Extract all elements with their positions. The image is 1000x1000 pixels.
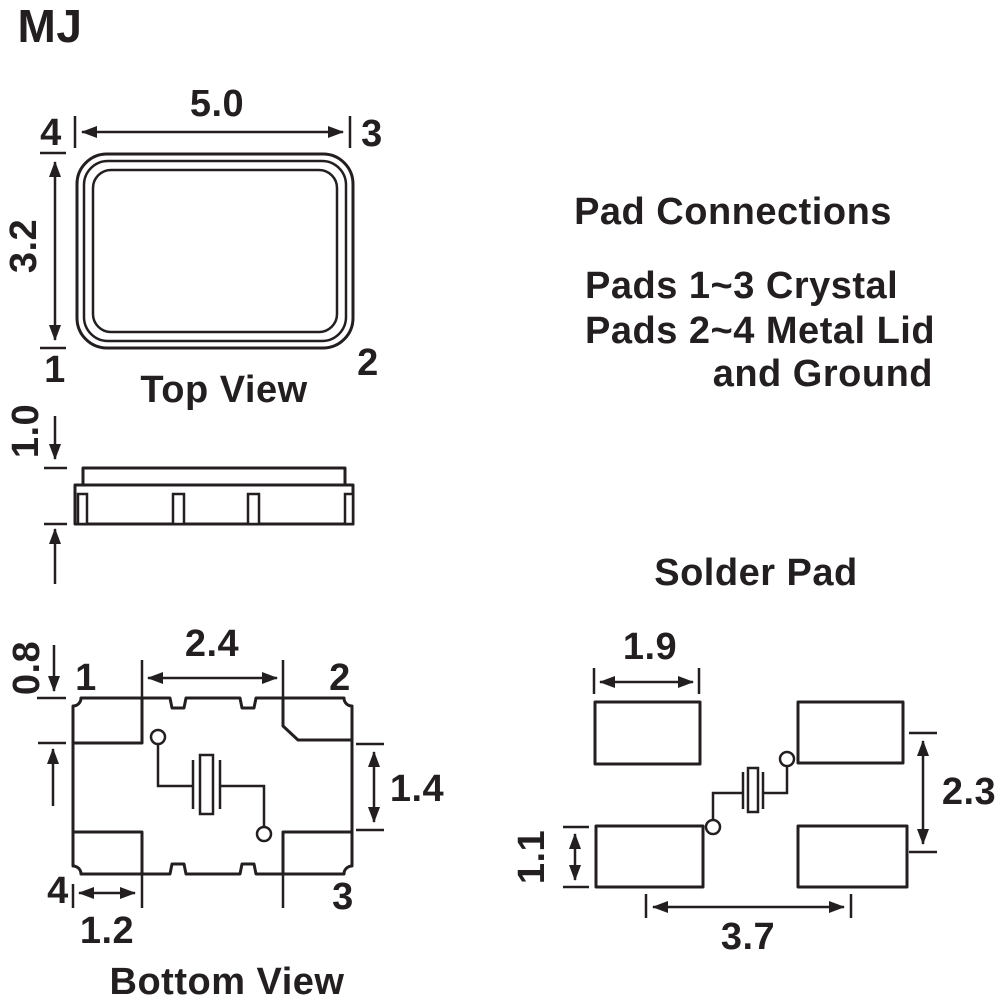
solder-pad-via-left — [704, 818, 722, 836]
pad-connections-line2: Pads 2~4 Metal Lid — [585, 310, 935, 352]
bottom-view-pad2-label: 2 — [329, 657, 351, 699]
bottom-view-pad1-label: 1 — [75, 657, 97, 699]
bottom-view-pad4-outline — [73, 830, 144, 874]
bottom-view-pad3-label: 3 — [332, 876, 354, 918]
bottom-view-gap-dimension: 2.4 — [140, 623, 285, 698]
bottom-view-gap-label: 2.4 — [185, 623, 239, 665]
side-view-pad-right — [343, 492, 355, 526]
bottom-view-crystal-symbol — [149, 728, 273, 843]
solder-pad-height-dimension: 1.1 — [511, 825, 589, 889]
solder-pad: Solder Pad 1.9 — [511, 552, 996, 958]
top-view-pad2-label: 2 — [357, 342, 379, 384]
bottom-view-inner-label: 1.4 — [390, 768, 444, 810]
solder-pad-col-pitch-dimension: 3.7 — [644, 894, 853, 958]
solder-pad-top-left — [593, 700, 702, 766]
solder-pad-bottom-left — [594, 824, 705, 889]
side-view-pad-mid-right — [246, 492, 261, 526]
solder-pad-via-right — [778, 750, 796, 768]
bottom-view-outline — [71, 696, 354, 876]
bottom-view-pad3-outline — [281, 830, 352, 874]
side-view-pad-left — [76, 492, 89, 526]
top-view-height-dimension: 3.2 — [3, 151, 66, 350]
bottom-view-via-bottom — [255, 825, 273, 843]
side-view-lid — [81, 466, 347, 487]
solder-pad-crystal-symbol — [704, 750, 796, 836]
bottom-view-inner-dimension: 1.4 — [356, 742, 444, 832]
solder-pad-col-pitch-label: 3.7 — [721, 916, 775, 958]
bottom-view-pad-width-dimension: 1.2 — [71, 874, 285, 952]
side-view-pad-mid-left — [171, 492, 186, 526]
top-view-height-label: 3.2 — [3, 219, 45, 273]
page-title: MJ — [18, 0, 83, 52]
solder-pad-bottom-right — [796, 824, 909, 889]
bottom-view-pad-height-label: 0.8 — [6, 641, 48, 695]
bottom-view-pad2-outline — [281, 698, 352, 742]
pad-connections: Pad Connections Pads 1~3 Crystal Pads 2~… — [574, 191, 935, 395]
bottom-view-pad-width-label: 1.2 — [80, 910, 134, 952]
bottom-view-via-top — [149, 728, 167, 746]
top-view-outer-outline — [75, 152, 355, 350]
solder-pad-width-label: 1.9 — [623, 626, 677, 668]
bottom-view-caption: Bottom View — [110, 961, 345, 1000]
top-view-caption: Top View — [140, 369, 307, 411]
bottom-view: 0.8 2.4 1.4 — [6, 623, 444, 1000]
top-view-pad4-label: 4 — [40, 112, 62, 154]
top-view: 5.0 3.2 4 3 1 2 Top View — [3, 83, 383, 411]
top-view-inner-outline — [91, 168, 339, 334]
solder-pad-row-pitch-dimension: 2.3 — [909, 731, 996, 854]
pad-connections-line3: and Ground — [713, 353, 933, 395]
side-view-height-label: 1.0 — [5, 404, 47, 458]
solder-pad-row-pitch-label: 2.3 — [942, 771, 996, 813]
pad-connections-title: Pad Connections — [574, 191, 892, 233]
top-view-pad1-label: 1 — [44, 349, 66, 391]
top-view-middle-outline — [82, 159, 348, 343]
solder-pad-height-label: 1.1 — [511, 830, 553, 884]
bottom-view-pad1-outline — [73, 698, 144, 745]
top-view-width-label: 5.0 — [190, 83, 244, 125]
side-view-height-dimension: 1.0 — [5, 404, 67, 584]
bottom-view-pad-height-dimension: 0.8 — [6, 641, 66, 806]
solder-pad-top-right — [796, 700, 905, 765]
top-view-pad3-label: 3 — [361, 113, 383, 155]
side-view-base — [73, 483, 355, 526]
solder-pad-title: Solder Pad — [654, 552, 858, 594]
bottom-view-pad4-label: 4 — [47, 870, 69, 912]
side-view: 1.0 — [5, 404, 355, 584]
top-view-width-dimension: 5.0 — [73, 83, 352, 148]
solder-pad-width-dimension: 1.9 — [592, 626, 701, 694]
pad-connections-line1: Pads 1~3 Crystal — [585, 265, 898, 307]
